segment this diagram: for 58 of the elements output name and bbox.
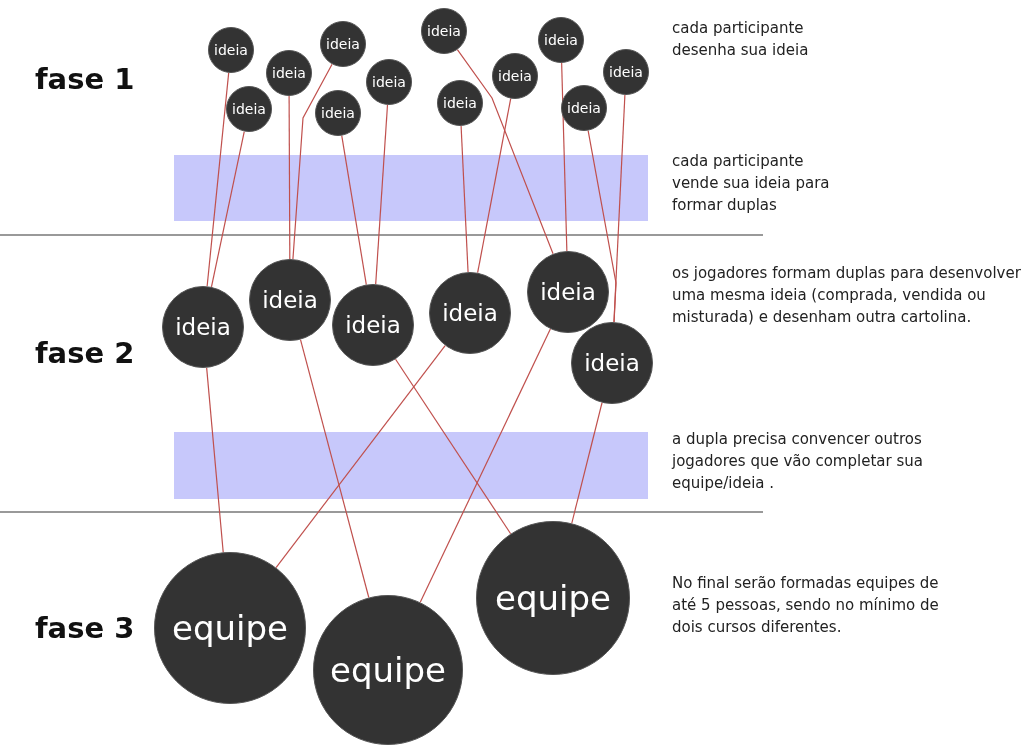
description-text: os jogadores formam duplas para desenvolver uma mesma ideia (comprada, vendida ou misturada) e desenham outra cartolina. bbox=[672, 263, 1022, 328]
circle-label: ideia bbox=[442, 300, 498, 326]
connector-line bbox=[288, 95, 291, 260]
connector-line bbox=[613, 94, 626, 323]
idea-circle bbox=[208, 27, 254, 73]
idea-circle bbox=[226, 86, 272, 132]
circle-label: ideia bbox=[345, 312, 401, 338]
circle-label: equipe bbox=[495, 578, 611, 618]
circle-label: ideia bbox=[262, 287, 318, 313]
idea-circle bbox=[421, 8, 467, 54]
description-text: cada participante desenha sua ideia bbox=[672, 18, 810, 61]
circle-label: ideia bbox=[427, 23, 461, 39]
phase-heading: fase 2 bbox=[35, 336, 135, 370]
idea-circle bbox=[315, 90, 361, 136]
connector-line bbox=[561, 62, 568, 252]
idea-circle bbox=[266, 50, 312, 96]
circle-label: ideia bbox=[272, 65, 306, 81]
connector-line bbox=[206, 72, 230, 287]
circle-label: ideia bbox=[232, 101, 266, 117]
connector-line bbox=[456, 49, 554, 255]
connector-line bbox=[375, 104, 389, 285]
circle-label: ideia bbox=[372, 74, 406, 90]
idea-circle bbox=[437, 80, 483, 126]
connector-line bbox=[206, 367, 224, 553]
circle-label: ideia bbox=[321, 105, 355, 121]
circle-label: ideia bbox=[498, 68, 532, 84]
circle-label: ideia bbox=[175, 314, 231, 340]
circle-label: ideia bbox=[443, 95, 477, 111]
idea-circle bbox=[492, 53, 538, 99]
description-text: No final serão formadas equipes de até 5 pessoas, sendo no mínimo de dois cursos diferentes. bbox=[672, 573, 940, 638]
circle-label: ideia bbox=[584, 350, 640, 376]
circle-label: ideia bbox=[214, 42, 248, 58]
circle-label: equipe bbox=[330, 650, 446, 690]
connector-line bbox=[477, 98, 512, 274]
circle-label: equipe bbox=[172, 608, 288, 648]
description-text: a dupla precisa convencer outros jogadores que vão completar sua equipe/ideia . bbox=[672, 429, 924, 494]
circle-label: ideia bbox=[609, 64, 643, 80]
connector-line bbox=[571, 402, 603, 524]
circle-label: ideia bbox=[326, 36, 360, 52]
connector-line bbox=[394, 358, 512, 535]
idea-circle bbox=[320, 21, 366, 67]
idea-circle bbox=[561, 85, 607, 131]
circle-label: ideia bbox=[567, 100, 601, 116]
connector-line bbox=[299, 339, 370, 599]
idea-circle bbox=[366, 59, 412, 105]
connector-line bbox=[341, 135, 367, 286]
connector-line bbox=[460, 125, 469, 273]
description-text: cada participante vende sua ideia para formar duplas bbox=[672, 151, 831, 216]
connector-line bbox=[275, 345, 446, 569]
connector-line bbox=[419, 328, 551, 603]
idea-circle bbox=[603, 49, 649, 95]
phase-heading: fase 3 bbox=[35, 611, 135, 645]
idea-circle bbox=[538, 17, 584, 63]
connector-line bbox=[210, 130, 245, 288]
circle-label: ideia bbox=[544, 32, 578, 48]
connector-line bbox=[292, 63, 333, 260]
phase-heading: fase 1 bbox=[35, 62, 135, 96]
circle-label: ideia bbox=[540, 279, 596, 305]
